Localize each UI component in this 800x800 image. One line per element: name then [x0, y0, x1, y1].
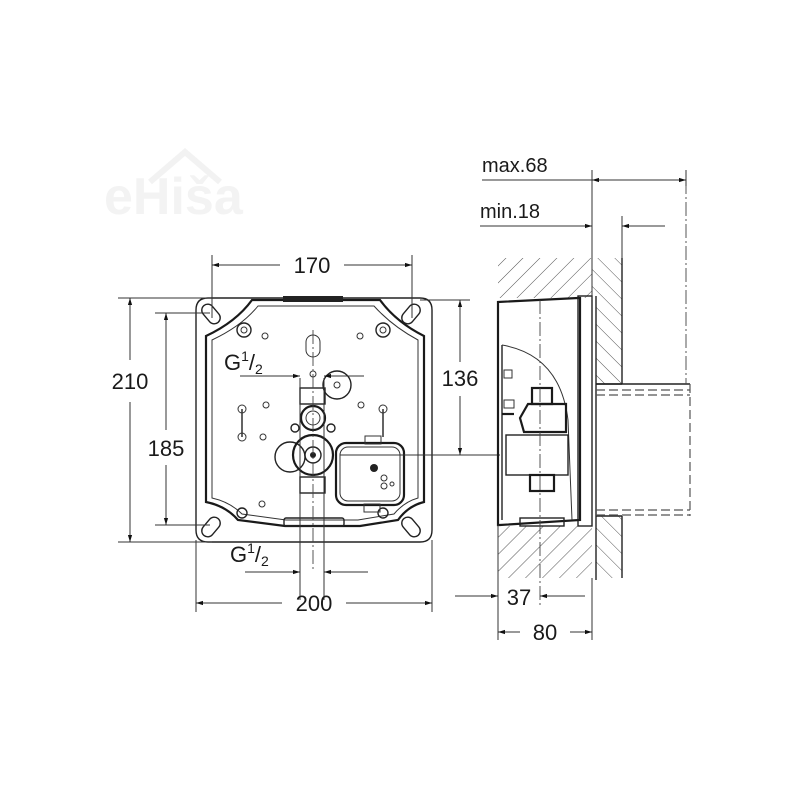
corner-slot-icons: [201, 303, 421, 538]
svg-text:G1/2: G1/2: [224, 348, 263, 377]
dim-total-depth: 80: [533, 620, 557, 645]
svg-text:G1/2: G1/2: [230, 540, 269, 569]
side-view: max.68 min.18 37 80: [455, 155, 691, 645]
watermark-logo: eHiša: [104, 148, 244, 226]
dim-min-depth: min.18: [480, 201, 540, 223]
dim-width-outer: 200: [296, 591, 333, 616]
dim-center-depth: 37: [507, 585, 531, 610]
dim-max-depth: max.68: [482, 155, 548, 177]
thread-label-bottom: G1/2: [230, 540, 269, 569]
dim-height-outer: 210: [112, 369, 149, 394]
dim-mount-height: 136: [442, 366, 479, 391]
watermark-text: eHiša: [104, 168, 244, 226]
front-view: 170 210 185 136 200 G1/2: [112, 253, 500, 616]
dim-width-inner: 170: [294, 253, 331, 278]
dim-height-inner: 185: [148, 436, 185, 461]
thread-label-top: G1/2: [224, 348, 263, 377]
